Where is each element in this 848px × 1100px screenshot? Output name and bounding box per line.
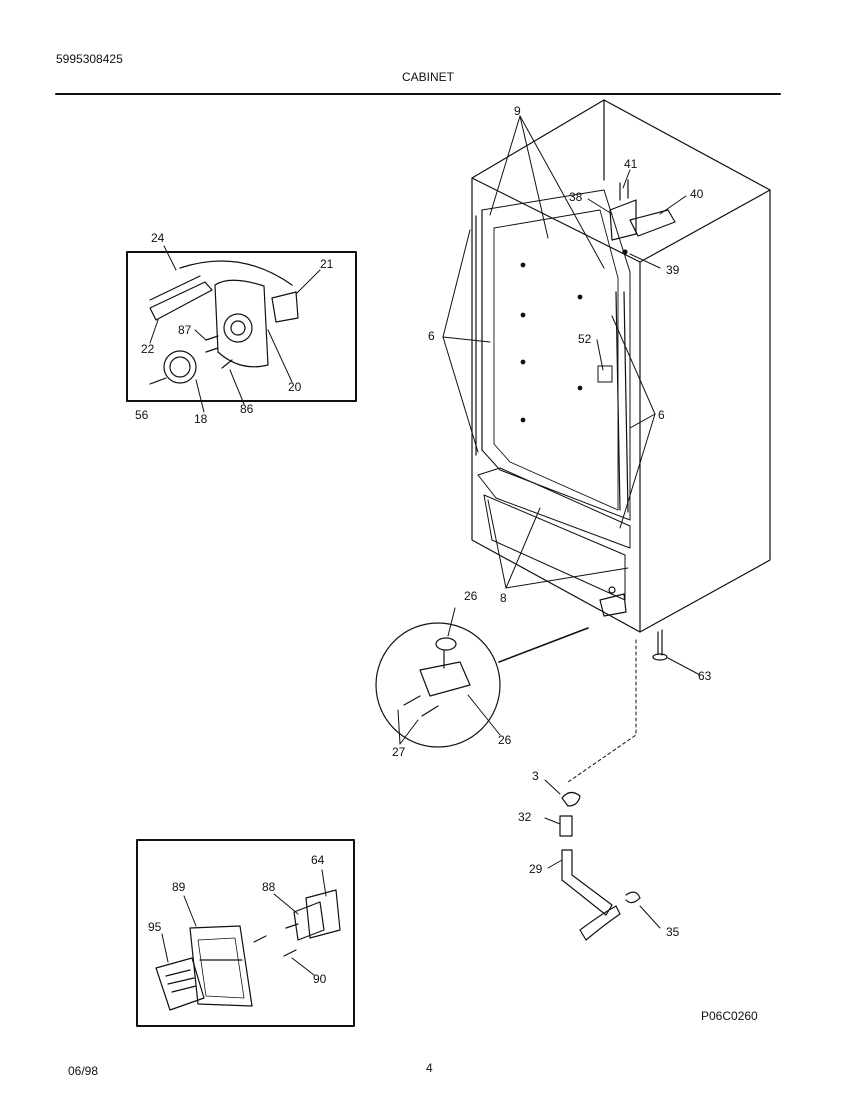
- callout-38: 38: [569, 190, 583, 204]
- callout-6-right: 6: [658, 408, 665, 422]
- callout-22: 22: [141, 342, 155, 356]
- callout-56: 56: [135, 408, 149, 422]
- callout-88: 88: [262, 880, 276, 894]
- cabinet-leaders: [442, 115, 687, 589]
- callout-40: 40: [690, 187, 704, 201]
- inset-fan-motor: [126, 245, 357, 413]
- leveling-leg-63: [652, 629, 701, 676]
- callout-87: 87: [178, 323, 192, 337]
- callout-95: 95: [148, 920, 162, 934]
- callout-63: 63: [698, 669, 712, 683]
- callout-6-left: 6: [428, 329, 435, 343]
- callout-52: 52: [578, 332, 592, 346]
- callout-35: 35: [666, 925, 680, 939]
- callout-27: 27: [392, 745, 406, 759]
- part-number: 5995308425: [56, 52, 123, 66]
- callout-32: 32: [518, 810, 532, 824]
- callout-9: 9: [514, 104, 521, 118]
- callout-18: 18: [194, 412, 208, 426]
- cabinet-body: [471, 99, 771, 633]
- inset-light-assembly: [136, 839, 355, 1027]
- page-number: 4: [426, 1061, 433, 1075]
- footer-date: 06/98: [68, 1064, 99, 1078]
- callout-24: 24: [151, 231, 165, 245]
- callout-86: 86: [240, 402, 254, 416]
- callout-90: 90: [313, 972, 327, 986]
- hinge-detail-circle: [375, 607, 589, 748]
- callout-26-bottom: 26: [498, 733, 512, 747]
- callout-8: 8: [500, 591, 507, 605]
- callout-89: 89: [172, 880, 186, 894]
- leg-assembly: [544, 779, 661, 941]
- callout-26-top: 26: [464, 589, 478, 603]
- top-hinge: [609, 179, 676, 255]
- callout-3: 3: [532, 769, 539, 783]
- callout-41: 41: [624, 157, 638, 171]
- section-title: CABINET: [402, 70, 455, 84]
- bottom-hinge: [599, 586, 627, 617]
- callout-20: 20: [288, 380, 302, 394]
- callout-29: 29: [529, 862, 543, 876]
- diagram-code: P06C0260: [701, 1009, 758, 1023]
- callout-39: 39: [666, 263, 680, 277]
- callout-64: 64: [311, 853, 325, 867]
- callout-21: 21: [320, 257, 334, 271]
